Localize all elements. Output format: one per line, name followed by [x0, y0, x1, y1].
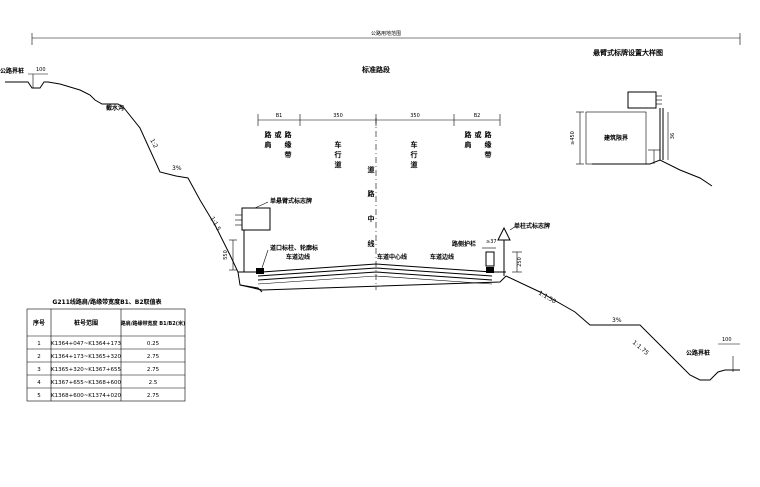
lane-right-c3: 道 — [411, 160, 418, 169]
center-c4: 线 — [368, 239, 375, 248]
lane-right-c2: 行 — [410, 150, 418, 159]
shoulder-right-c5: 缘 — [485, 140, 492, 149]
width-b1: B1 — [276, 113, 283, 119]
center-line-label: 车道中心线 — [377, 253, 407, 261]
left-slope-2: 1:1.5 — [208, 216, 222, 233]
left-cantilever-sign: 550 单悬臂式标志牌 道口标柱、轮廓标 — [223, 197, 318, 272]
shoulder-left-c6: 带 — [285, 150, 292, 159]
post-label: 道口标柱、轮廓标 — [270, 244, 318, 252]
right-slope-2: 1:1.75 — [631, 339, 650, 357]
width-table: G211线路肩/路缘带宽度B1、B2取值表 序号 桩号范围 路肩/路缘带宽度 B… — [26, 298, 186, 402]
center-c3: 中 — [368, 214, 375, 223]
table-row-3-no: 3 — [37, 367, 41, 373]
table-row-4-range: K1367+655~K1368+600 — [51, 380, 122, 386]
left-slope-1: 1:2 — [148, 138, 159, 150]
width-dimensions: B1 350 350 B2 — [257, 113, 501, 126]
table-row-3-range: K1365+320~K1367+655 — [51, 367, 122, 373]
land-boundary-label: 公路用地范围 — [371, 30, 401, 37]
table-row-1-width: 0.25 — [147, 341, 160, 347]
table-row-4-width: 2.5 — [149, 380, 158, 386]
shoulder-left-c3: 或 — [275, 130, 282, 139]
table-header-range: 桩号范围 — [74, 319, 98, 327]
shoulder-right-c4: 路 — [485, 130, 493, 139]
shoulder-right-c3: 或 — [475, 130, 482, 139]
lane-labels: 路 肩 或 路 缘 带 车 行 道 道 路 中 线 车 行 道 路 肩 或 路 … — [264, 130, 493, 261]
left-boundary-stake-label: 公路界桩 — [0, 67, 24, 75]
table-row-5-width: 2.75 — [147, 393, 160, 399]
table-row-1-no: 1 — [37, 341, 41, 347]
ditch-label: 截水沟 — [106, 104, 124, 112]
left-post-dim: 550 — [223, 250, 229, 260]
land-boundary-dimension: 公路用地范围 — [31, 30, 741, 45]
right-boundary-stake-label: 公路界桩 — [686, 349, 710, 357]
table-row-3-width: 2.75 — [147, 367, 160, 373]
table-row-2-no: 2 — [37, 354, 41, 360]
lane-left-c2: 行 — [334, 150, 342, 159]
left-sign-label: 单悬臂式标志牌 — [270, 197, 312, 205]
standard-section-title: 标准路段 — [361, 65, 390, 74]
table-row-1-range: K1364+047~K1364+173 — [51, 341, 122, 347]
shoulder-left-c1: 路 — [265, 130, 273, 139]
shoulder-left-c5: 缘 — [285, 140, 292, 149]
right-slope-1: 1:1.50 — [537, 290, 557, 306]
table-row-5-no: 5 — [37, 393, 41, 399]
shoulder-left-c4: 路 — [285, 130, 293, 139]
width-lane-left: 350 — [333, 113, 343, 119]
shoulder-right-c6: 带 — [485, 150, 492, 159]
table-row-2-width: 2.75 — [147, 354, 160, 360]
detail-title: 悬臂式标牌设置大样图 — [592, 48, 663, 57]
left-pct: 3% — [172, 165, 182, 172]
left-boundary-dim: 100 — [36, 67, 46, 73]
center-c1: 道 — [368, 165, 375, 174]
right-boundary-dim: 100 — [722, 337, 732, 343]
right-post-dim: 250 — [517, 257, 523, 267]
table-row-4-no: 4 — [37, 380, 41, 386]
table-row-2-range: K1364+173~K1365+320 — [51, 354, 122, 360]
table-title: G211线路肩/路缘带宽度B1、B2取值表 — [52, 298, 162, 306]
right-sign-dim: ≥37 — [486, 239, 497, 245]
table-header-width: 路肩/路缘带宽度 B1/B2(米) — [121, 320, 186, 327]
lane-left-c1: 车 — [335, 140, 342, 149]
table-header-no: 序号 — [32, 319, 45, 327]
lane-edge-right-label: 车道边线 — [430, 253, 454, 261]
shoulder-right-c2: 肩 — [464, 140, 472, 149]
detail-bound-label: 建筑限界 — [604, 134, 629, 142]
center-c2: 路 — [368, 189, 376, 198]
right-sign-label: 单柱式标志牌 — [514, 222, 550, 230]
shoulder-right-c1: 路 — [465, 130, 473, 139]
width-lane-right: 350 — [410, 113, 420, 119]
table-row-5-range: K1368+600~K1374+020 — [51, 393, 122, 399]
guardrail-label: 路侧护栏 — [452, 240, 476, 248]
road-section — [238, 263, 507, 291]
right-sign: 路侧护栏 单柱式标志牌 ≥37 250 — [452, 222, 550, 276]
lane-edge-left-label: 车道边线 — [286, 253, 310, 261]
right-terrain: 100 公路界桩 1:1.50 3% 1:1.75 — [505, 275, 740, 381]
lane-left-c3: 道 — [335, 160, 342, 169]
lane-right-c1: 车 — [411, 140, 418, 149]
shoulder-left-c2: 肩 — [264, 140, 272, 149]
right-pct: 3% — [612, 317, 622, 324]
detail-drawing: ≥450 36 建筑限界 — [570, 91, 713, 187]
detail-dim-right: 36 — [670, 133, 676, 139]
detail-dim-left: ≥450 — [570, 131, 576, 145]
width-b2: B2 — [474, 113, 481, 119]
